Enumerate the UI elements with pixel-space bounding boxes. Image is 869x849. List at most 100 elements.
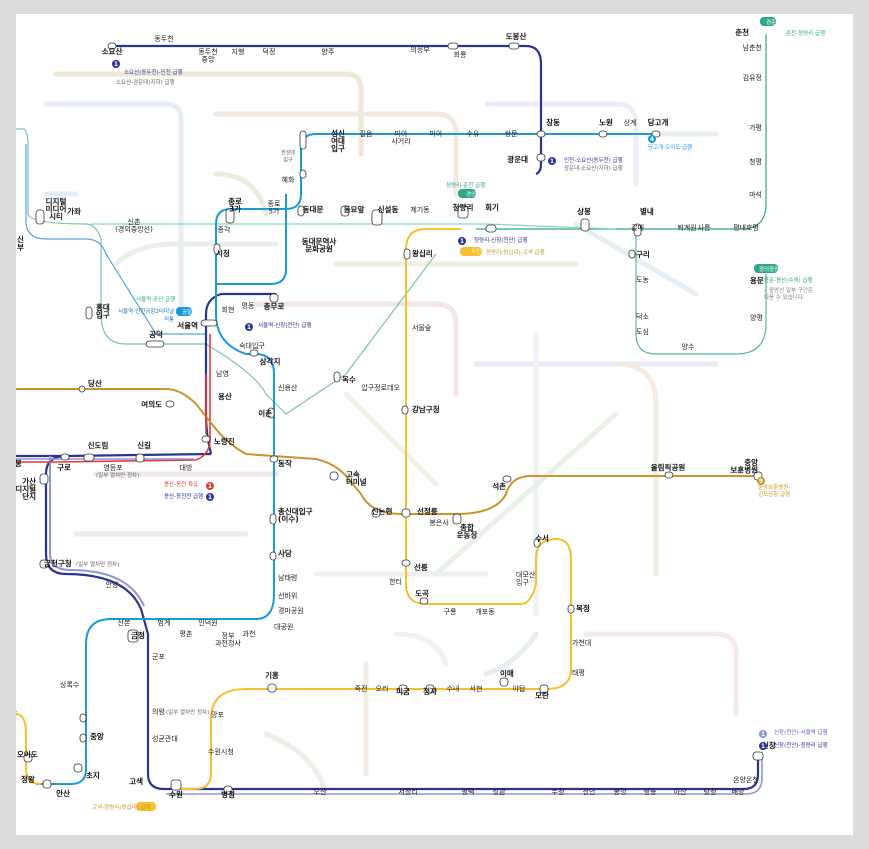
station-label-dangsan[interactable]: 당산 — [88, 378, 102, 388]
station-label-gosaek[interactable]: 고색 — [129, 776, 143, 786]
station-label-ssangyong[interactable]: 쌍용 — [644, 787, 657, 796]
station-label-dujeong[interactable]: 두정 — [552, 787, 565, 796]
station-label-dongmyo[interactable]: 동묘앞 — [344, 204, 365, 214]
station-label-jukjeon[interactable]: 죽전 — [355, 684, 368, 693]
station-label-anyang[interactable]: 안양 — [106, 580, 119, 589]
station-label-guri[interactable]: 구리 — [636, 249, 650, 259]
station-label-tangjeong[interactable]: 탕정 — [704, 787, 717, 796]
station-label-suwon[interactable]: 수원 — [169, 789, 183, 799]
station-label-taepyeong[interactable]: 태평 — [572, 668, 585, 677]
jungang-line[interactable] — [205, 253, 437, 415]
station-label-ori[interactable]: 오리 — [376, 684, 389, 693]
station-label-olympic[interactable]: 올림픽공원 — [651, 462, 686, 472]
suin-west-line[interactable] — [16, 713, 42, 785]
station-label-jeongwang[interactable]: 정왕 — [21, 774, 35, 784]
station-label-hoehyeon[interactable]: 회현 — [222, 306, 235, 314]
station-label-choji[interactable]: 초지 — [86, 770, 100, 780]
station-label-sindorim[interactable]: 신도림 — [88, 440, 109, 450]
station-label-maseok[interactable]: 마석 — [749, 190, 762, 199]
station-label-hyehwa[interactable]: 혜화 — [282, 175, 295, 184]
station-label-isu[interactable]: 총신대입구(이수) — [278, 506, 313, 524]
station-label-donong[interactable]: 도농 — [636, 276, 649, 284]
station-label-pyeongtaek[interactable]: 평택 — [462, 787, 475, 796]
station-label-oido[interactable]: 오이도 — [17, 749, 38, 759]
station-label-jonggak[interactable]: 종각 — [218, 226, 231, 234]
station-label-daegongwon[interactable]: 대공원 — [274, 622, 293, 631]
station-label-oksu[interactable]: 옥수 — [342, 374, 356, 384]
station-label-myeongdong[interactable]: 명동 — [242, 301, 255, 310]
line4-center[interactable] — [216, 194, 287, 285]
station-label-onyangoncheon[interactable]: 온양온천 — [733, 775, 759, 784]
station-label-racecourse[interactable]: 경마공원 — [278, 606, 304, 615]
station-label-seokchon[interactable]: 석촌 — [492, 481, 506, 491]
station-label-gimyujeong[interactable]: 김유정 — [743, 73, 762, 82]
station-label-hoeryong[interactable]: 회룡 — [454, 51, 467, 59]
gyeongui-west-line[interactable] — [16, 128, 206, 345]
station-label-sinseoldong[interactable]: 신설동 — [378, 204, 399, 214]
station-label-yangpyeong[interactable]: 양평 — [750, 313, 763, 322]
station-label-bongmyeong[interactable]: 봉명 — [614, 787, 627, 796]
station-label-daebang[interactable]: 대방 — [180, 463, 193, 472]
station-label-seolleung[interactable]: 선릉 — [414, 562, 428, 572]
station-label-nowon[interactable]: 노원 — [599, 117, 613, 127]
station-label-soyosan[interactable]: 소요산 — [102, 46, 123, 56]
station-label-dogok[interactable]: 도곡 — [415, 589, 429, 598]
station-label-suseo[interactable]: 수서 — [535, 533, 549, 543]
station-label-ansan[interactable]: 안산 — [56, 788, 70, 798]
station-label-namyeong[interactable]: 남영 — [216, 369, 229, 378]
station-label-yongmun[interactable]: 용문 — [750, 275, 764, 285]
station-label-gajwa[interactable]: 가좌 — [67, 206, 81, 216]
station-label-dobongsan[interactable]: 도봉산 — [506, 31, 527, 41]
gyeongui-line[interactable] — [635, 229, 767, 355]
station-label-sangroksu[interactable]: 상록수 — [60, 680, 80, 689]
station-label-sunae[interactable]: 수내 — [447, 684, 460, 693]
station-label-uijeongbu[interactable]: 의정부 — [410, 45, 430, 54]
station-label-seonjeongneung[interactable]: 선정릉 — [417, 506, 438, 516]
station-label-geumjeong[interactable]: 금정 — [131, 630, 145, 640]
gyeongchun-line[interactable] — [476, 34, 767, 230]
station-label-ssangmun[interactable]: 쌍문 — [505, 129, 518, 138]
station-label-gwangundae[interactable]: 광운대 — [507, 154, 528, 164]
station-label-imae[interactable]: 이매 — [500, 668, 514, 678]
station-label-geumcheon[interactable]: 금천구청 — [44, 558, 72, 568]
station-label-migeum[interactable]: 미금 — [396, 686, 410, 696]
line1-west[interactable] — [16, 452, 212, 458]
airport-line[interactable] — [25, 144, 206, 335]
station-label-cheongnyangni[interactable]: 청량리 — [453, 202, 474, 212]
station-label-sungkyunkwan[interactable]: 성균관대 — [152, 734, 178, 743]
line1-south-light[interactable] — [49, 456, 145, 607]
station-label-hoegi[interactable]: 회기 — [485, 202, 499, 212]
station-label-toegyewon[interactable]: 퇴계원 — [677, 223, 696, 232]
station-label-gapyeong[interactable]: 가평 — [749, 123, 762, 132]
station-label-pyeongnaehopyeong[interactable]: 평내호평 — [733, 223, 759, 232]
station-label-yeongdeungpo[interactable]: 영등포 — [103, 463, 123, 472]
station-label-jungang[interactable]: 중앙 — [90, 731, 104, 741]
station-label-seonbawi[interactable]: 선바위 — [278, 591, 297, 600]
station-label-pyeongchon[interactable]: 평촌 — [180, 629, 193, 638]
station-label-guro[interactable]: 구로 — [57, 463, 71, 472]
station-label-yatap[interactable]: 야탑 — [513, 684, 526, 693]
station-label-namtaeryeong[interactable]: 남태령 — [278, 573, 297, 582]
station-label-sareung[interactable]: 사릉 — [698, 223, 711, 232]
station-label-gunpo[interactable]: 군포 — [152, 653, 165, 661]
station-label-seoulsup[interactable]: 서울숲 — [412, 323, 432, 332]
station-label-dosim[interactable]: 도심 — [636, 327, 649, 336]
station-label-guryong[interactable]: 구룡 — [444, 608, 457, 616]
station-label-osan[interactable]: 오산 — [314, 787, 327, 796]
station-label-sangbong[interactable]: 상봉 — [577, 206, 591, 216]
station-label-suyu[interactable]: 수유 — [467, 130, 480, 138]
station-label-apgujeong[interactable]: 압구정로데오 — [361, 383, 400, 392]
station-label-chunchoen[interactable]: 춘천 — [735, 27, 749, 37]
station-label-sookmyung[interactable]: 숙대입구 — [239, 342, 265, 350]
station-label-yongsan[interactable]: 용산 — [218, 391, 232, 401]
